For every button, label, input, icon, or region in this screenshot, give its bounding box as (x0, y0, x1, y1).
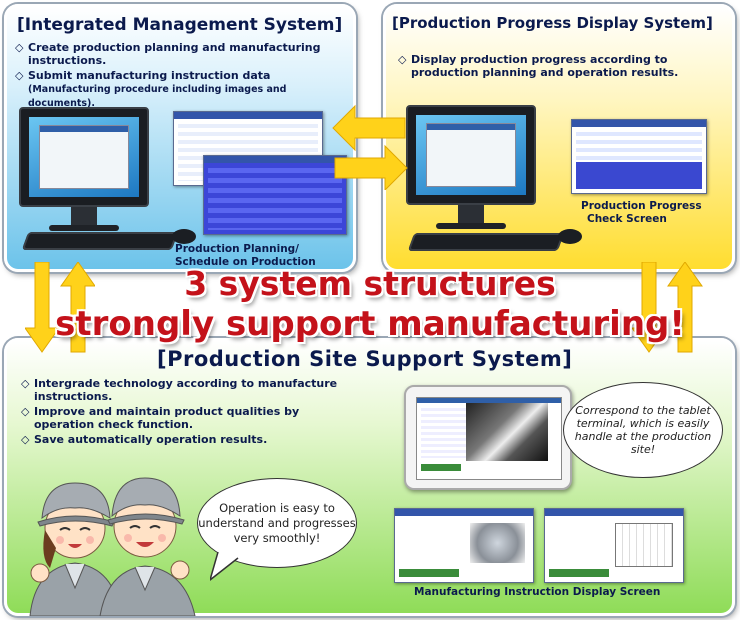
mouse-icon (558, 229, 582, 244)
site-bullet-2: ◇ Improve and maintain product qualities… (21, 405, 300, 431)
speech-bubble-tail (210, 552, 239, 581)
vertical-arrows-left-icon (25, 262, 95, 353)
progress-display-panel: [Production Progress Display System] ◇ D… (383, 4, 735, 272)
vertical-arrows-right-icon (632, 262, 703, 353)
instruction-caption: Manufacturing Instruction Display Screen (414, 586, 661, 598)
slogan-line-1: 3 system structures (183, 263, 556, 304)
planning-caption: Production Planning/ Schedule on Product… (175, 243, 316, 268)
site-bullet-1: ◇ Intergrade technology according to man… (21, 377, 338, 403)
diamond-icon: ◇ (21, 405, 30, 418)
diamond-icon: ◇ (15, 41, 24, 54)
site-support-title: [Production Site Support System] (157, 347, 573, 371)
instruction-screen-thumbnail-1 (394, 508, 534, 583)
exchange-arrows-icon (332, 104, 408, 190)
integrated-management-panel: [Integrated Management System] ◇ Create … (4, 4, 356, 272)
diamond-icon: ◇ (21, 433, 30, 446)
schedule-screen-thumbnail (203, 155, 347, 235)
slogan-line-2: strongly support manufacturing! (54, 303, 685, 345)
progress-display-title: [Production Progress Display System] (392, 14, 713, 32)
site-bullets: ◇ Intergrade technology according to man… (21, 377, 351, 448)
mouse-icon (172, 229, 196, 244)
progress-bullets: ◇ Display production progress according … (398, 53, 728, 81)
diamond-icon: ◇ (398, 53, 407, 66)
diamond-icon: ◇ (15, 69, 24, 82)
tablet-icon (404, 385, 572, 490)
workers-illustration (29, 477, 196, 616)
integrated-bullet-1: ◇ Create production planning and manufac… (15, 41, 321, 67)
site-support-panel: [Production Site Support System] ◇ Inter… (4, 338, 735, 616)
workers-speech-bubble: Operation is easy to understand and prog… (197, 478, 357, 568)
tablet-speech-bubble: Correspond to the tablet terminal, which… (563, 382, 723, 478)
keyboard-icon (21, 232, 179, 250)
progress-bullet-1: ◇ Display production progress according … (398, 53, 679, 79)
progress-caption: Production Progress Check Screen (581, 200, 702, 225)
integrated-bullets: ◇ Create production planning and manufac… (15, 41, 350, 112)
keyboard-icon (407, 233, 565, 251)
progress-screen-thumbnail (571, 119, 707, 194)
site-bullet-3: ◇ Save automatically operation results. (21, 433, 268, 446)
diamond-icon: ◇ (21, 377, 30, 390)
instruction-screen-thumbnail-2 (544, 508, 684, 583)
integrated-management-title: [Integrated Management System] (17, 15, 343, 35)
integrated-bullet-2: ◇ Submit manufacturing instruction data … (15, 69, 287, 109)
